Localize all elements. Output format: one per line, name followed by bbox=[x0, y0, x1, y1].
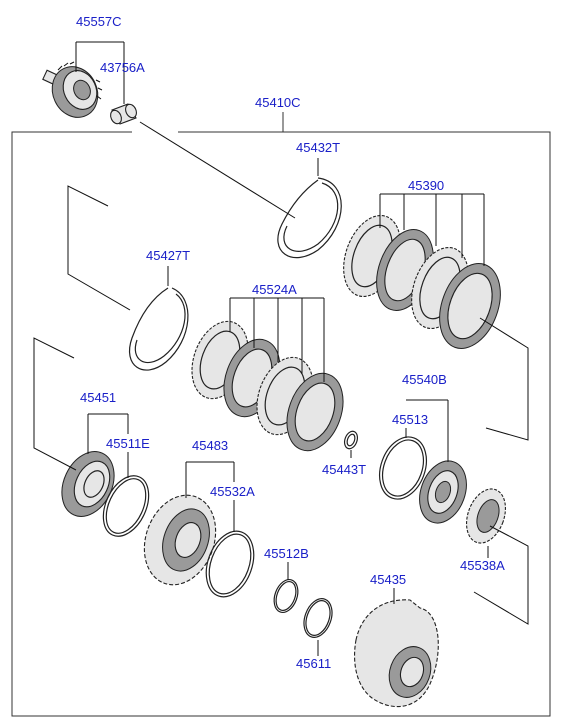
reference-lines bbox=[33, 41, 529, 656]
label-45451[interactable]: 45451 bbox=[80, 390, 116, 405]
part-45451-retainer[interactable] bbox=[52, 443, 124, 525]
part-labels: 45557C 43756A 45410C 45432T 45390 45427T… bbox=[76, 14, 505, 671]
part-45432T-snap-ring[interactable] bbox=[277, 177, 342, 259]
label-45427T[interactable]: 45427T bbox=[146, 248, 190, 263]
label-45512B[interactable]: 45512B bbox=[264, 546, 309, 561]
label-45390[interactable]: 45390 bbox=[408, 178, 444, 193]
part-45483-clutch-hub[interactable] bbox=[132, 485, 227, 595]
label-45443T[interactable]: 45443T bbox=[322, 462, 366, 477]
label-45513[interactable]: 45513 bbox=[392, 412, 428, 427]
part-45540B-piston[interactable] bbox=[411, 454, 474, 529]
part-43756A-bushing[interactable] bbox=[109, 103, 139, 126]
part-45511E-o-ring[interactable] bbox=[94, 469, 157, 544]
label-45511E[interactable]: 45511E bbox=[106, 436, 150, 451]
label-45524A[interactable]: 45524A bbox=[252, 282, 297, 297]
label-45538A[interactable]: 45538A bbox=[460, 558, 505, 573]
label-45432T[interactable]: 45432T bbox=[296, 140, 340, 155]
part-45390-clutch-pack[interactable] bbox=[333, 208, 511, 357]
label-45483[interactable]: 45483 bbox=[192, 438, 228, 453]
part-45532A-o-ring[interactable] bbox=[198, 525, 263, 604]
label-43756A[interactable]: 43756A bbox=[100, 60, 145, 75]
label-45410C[interactable]: 45410C bbox=[255, 95, 301, 110]
label-45435[interactable]: 45435 bbox=[370, 572, 406, 587]
part-45557C-gear-shaft[interactable] bbox=[42, 59, 106, 125]
part-45427T-snap-ring[interactable] bbox=[128, 287, 189, 371]
label-45532A[interactable]: 45532A bbox=[210, 484, 255, 499]
part-45435-drum[interactable] bbox=[354, 599, 439, 708]
assembly-frame bbox=[11, 112, 551, 717]
part-45513-o-ring[interactable] bbox=[371, 430, 434, 505]
part-45512B-ring[interactable] bbox=[270, 576, 302, 615]
part-45524A-clutch-pack[interactable] bbox=[182, 314, 353, 459]
label-45540B[interactable]: 45540B bbox=[402, 372, 447, 387]
label-45557C[interactable]: 45557C bbox=[76, 14, 122, 29]
part-45443T-small-ring[interactable] bbox=[342, 429, 359, 450]
part-45538A-sprag[interactable] bbox=[460, 484, 513, 549]
part-45611-ring[interactable] bbox=[299, 595, 337, 641]
label-45611[interactable]: 45611 bbox=[296, 656, 331, 671]
